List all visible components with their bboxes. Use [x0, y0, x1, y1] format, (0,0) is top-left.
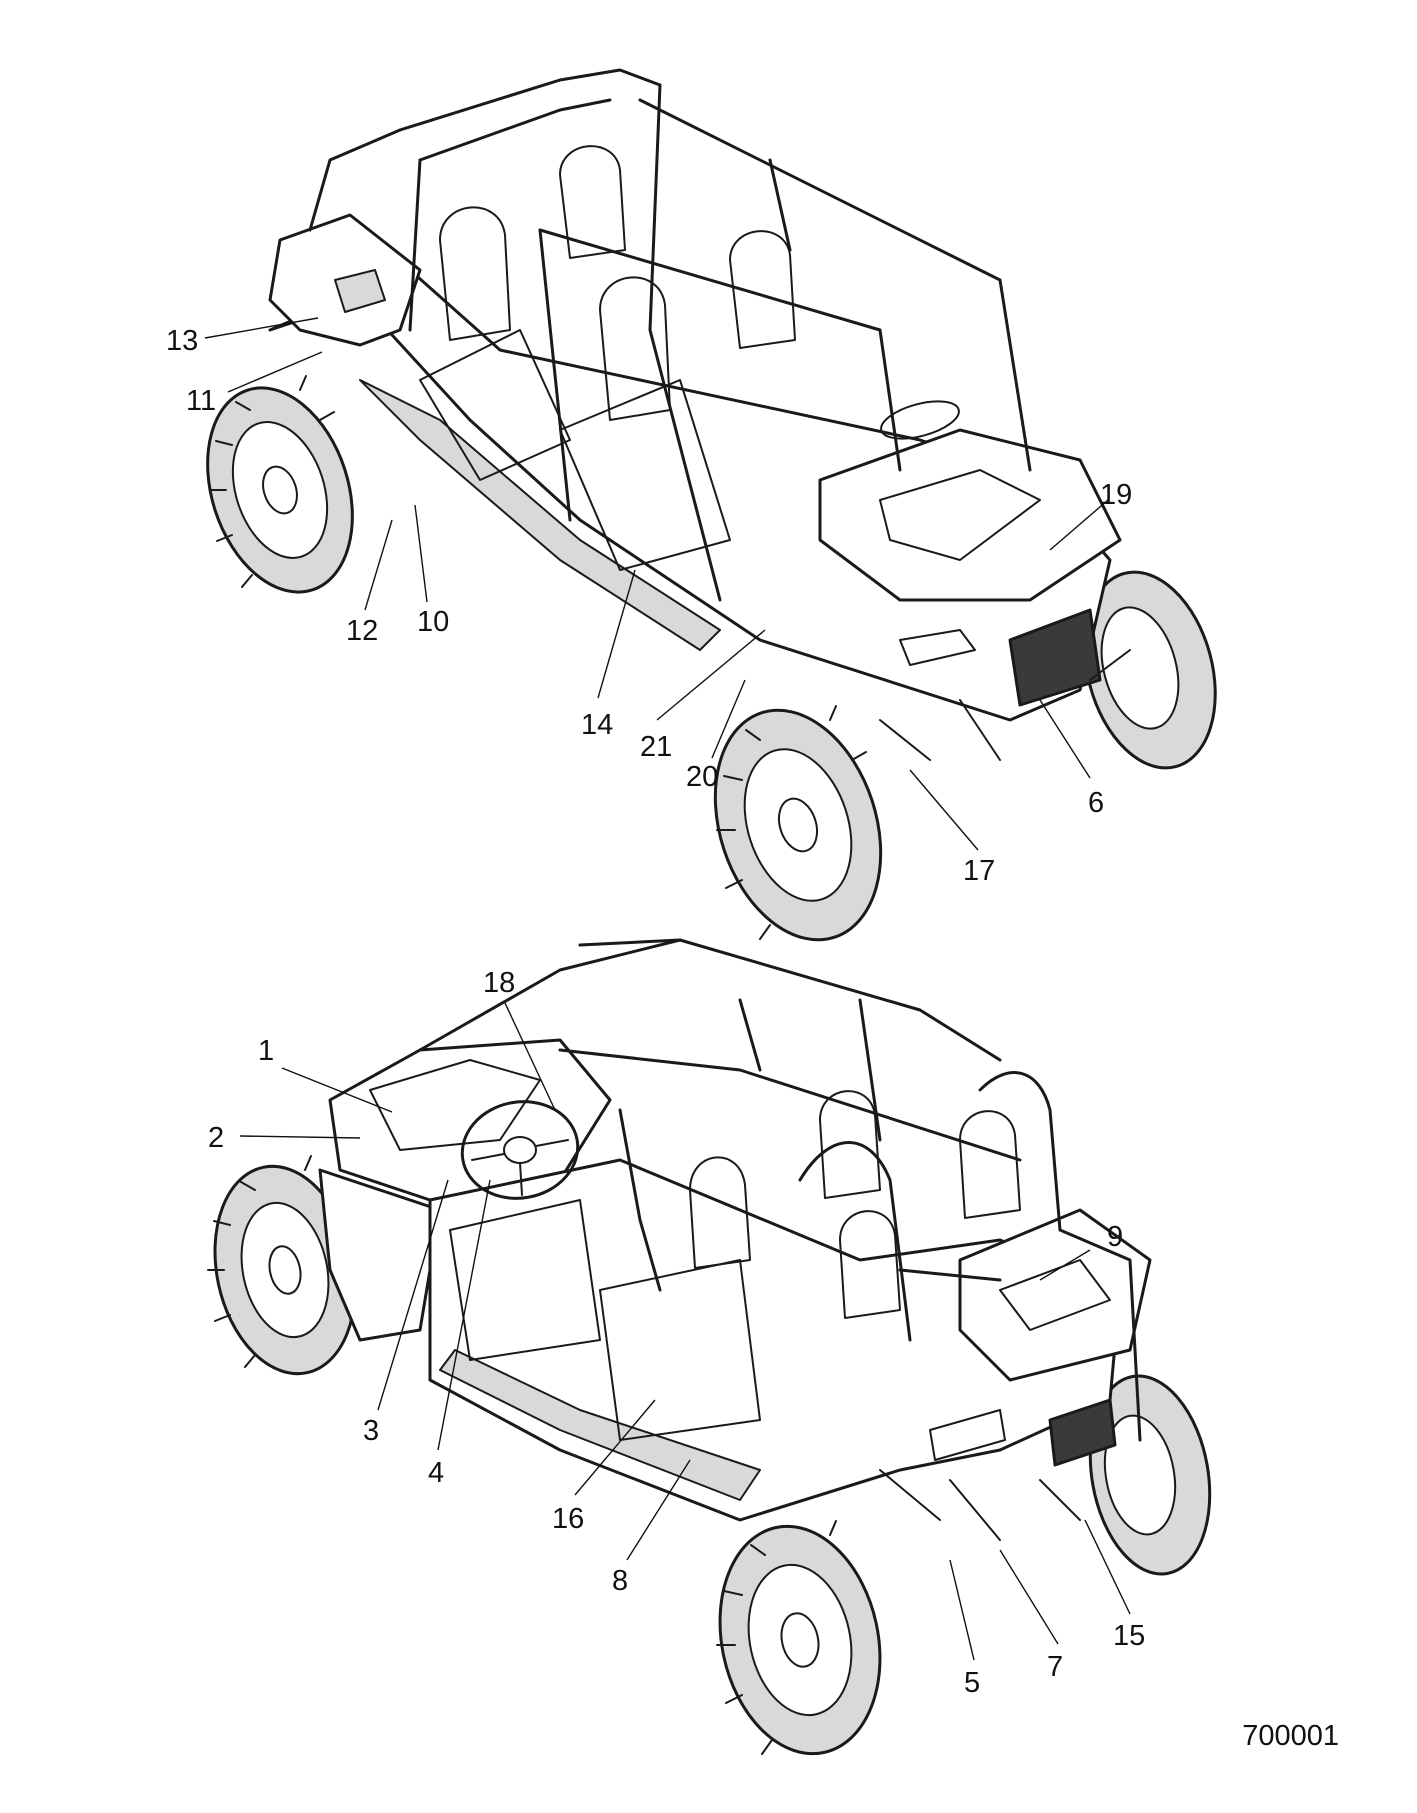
callout-4: 4: [428, 1457, 444, 1489]
callout-17: 17: [963, 855, 995, 887]
callout-14: 14: [581, 709, 613, 741]
upper-callout-labels: 13 11 12 10 14 21 20 19 6 17: [166, 325, 1132, 887]
callout-13: 13: [166, 325, 198, 357]
upper-leader-lines: [204, 317, 1109, 851]
callout-20: 20: [686, 761, 718, 793]
lower-vehicle-illustration: [207, 938, 1212, 1756]
upper-seats: [439, 145, 796, 421]
lower-callout-labels: 18 1 2 3 4 16 8 9 5 7 15: [208, 967, 1145, 1699]
callout-5: 5: [964, 1667, 980, 1699]
callout-19: 19: [1100, 479, 1132, 511]
lower-front-left-wheel: [207, 1155, 357, 1376]
upper-vehicle-illustration: [206, 68, 1217, 942]
upper-roll-cage: [308, 68, 1032, 602]
callout-2: 2: [208, 1122, 224, 1154]
callout-12: 12: [346, 615, 378, 647]
callout-8: 8: [612, 1565, 628, 1597]
callout-11: 11: [186, 385, 216, 417]
lower-rear-left-wheel: [716, 1520, 882, 1756]
callout-15: 15: [1113, 1620, 1145, 1652]
callout-18: 18: [483, 967, 515, 999]
callout-9: 9: [1107, 1221, 1123, 1253]
upper-front-right-wheel: [713, 705, 883, 942]
callout-3: 3: [363, 1415, 379, 1447]
callout-6: 6: [1088, 787, 1104, 819]
upper-front-left-wheel: [1083, 570, 1217, 770]
upper-rear-left-wheel: [206, 375, 354, 594]
callout-1: 1: [258, 1035, 274, 1067]
reference-number: 700001: [1242, 1720, 1339, 1752]
lower-rear-right-wheel: [1088, 1374, 1212, 1576]
callout-21: 21: [640, 731, 672, 763]
lower-roll-cage: [418, 938, 1142, 1442]
lower-leader-lines: [239, 1002, 1131, 1661]
callout-7: 7: [1047, 1651, 1063, 1683]
callout-10: 10: [417, 606, 449, 638]
callout-16: 16: [552, 1503, 584, 1535]
